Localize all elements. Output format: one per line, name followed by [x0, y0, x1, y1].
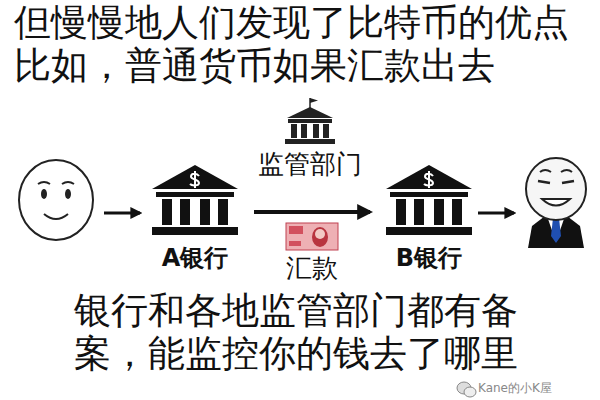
- bank-column: [180, 199, 190, 225]
- wechat-icon: [457, 382, 476, 397]
- flag: [310, 98, 318, 103]
- watermark: Kane的小K屋: [478, 381, 552, 395]
- node-label: A银行: [162, 245, 229, 273]
- bank-column: [452, 199, 462, 225]
- building-column: [313, 124, 319, 138]
- note-mark: [289, 226, 303, 234]
- eyes: [538, 181, 574, 183]
- mouth: [542, 199, 570, 206]
- building-roof: [287, 107, 333, 118]
- node-label: 监管部门: [258, 150, 362, 180]
- bank-column: [434, 199, 444, 225]
- caption-text: 银行和各地监管部门都有备 案，能监控你的钱去了哪里: [74, 290, 536, 375]
- bank-column: [218, 199, 228, 225]
- building-column: [291, 124, 297, 138]
- government-icon: [285, 98, 335, 144]
- face: [526, 158, 586, 220]
- eyebrow: [62, 182, 74, 184]
- dollar-symbol: [190, 171, 199, 188]
- bank-column: [200, 199, 210, 225]
- note-paper: [286, 223, 338, 250]
- person-left: [19, 160, 93, 240]
- banknote: [286, 223, 338, 250]
- edge-label: 汇款: [286, 254, 338, 284]
- note-portrait: [312, 227, 328, 247]
- building-base: [285, 139, 335, 144]
- note-portrait-face: [315, 229, 325, 239]
- title-text: 但慢慢地人们发现了比特币的优点 比如，普通货币如果汇款出去: [14, 2, 589, 87]
- eye: [41, 189, 47, 199]
- note-mark: [289, 241, 301, 246]
- mouth: [44, 214, 68, 219]
- bank-roof: [386, 165, 472, 189]
- bank-base: [152, 227, 238, 235]
- bank-base: [386, 227, 472, 235]
- bank-node: 监管部门: [250, 96, 370, 180]
- building-beam: [288, 119, 332, 123]
- eyebrow: [38, 182, 50, 184]
- arrow-out: [478, 212, 514, 215]
- bank-beam: [156, 192, 234, 197]
- bank-icon: [386, 165, 472, 235]
- bank-column: [414, 199, 424, 225]
- building-column: [323, 124, 329, 138]
- transfer-arrow: [254, 210, 370, 214]
- bubble: [464, 387, 476, 397]
- building-column: [301, 124, 307, 138]
- tie: [551, 218, 561, 243]
- bank-column: [162, 199, 172, 225]
- bank-beam: [390, 192, 468, 197]
- bank-node: B银行: [382, 163, 476, 273]
- dollar-symbol: [424, 171, 433, 188]
- bank-roof: [152, 165, 238, 189]
- arrow-in: [104, 212, 140, 215]
- face: [19, 160, 93, 240]
- bank-icon: [152, 165, 238, 235]
- person-right: [526, 158, 586, 248]
- bank-column: [396, 199, 406, 225]
- eyebrows: [540, 170, 572, 172]
- eye: [65, 189, 71, 199]
- node-label: B银行: [396, 245, 462, 273]
- bank-node: A银行: [148, 163, 242, 273]
